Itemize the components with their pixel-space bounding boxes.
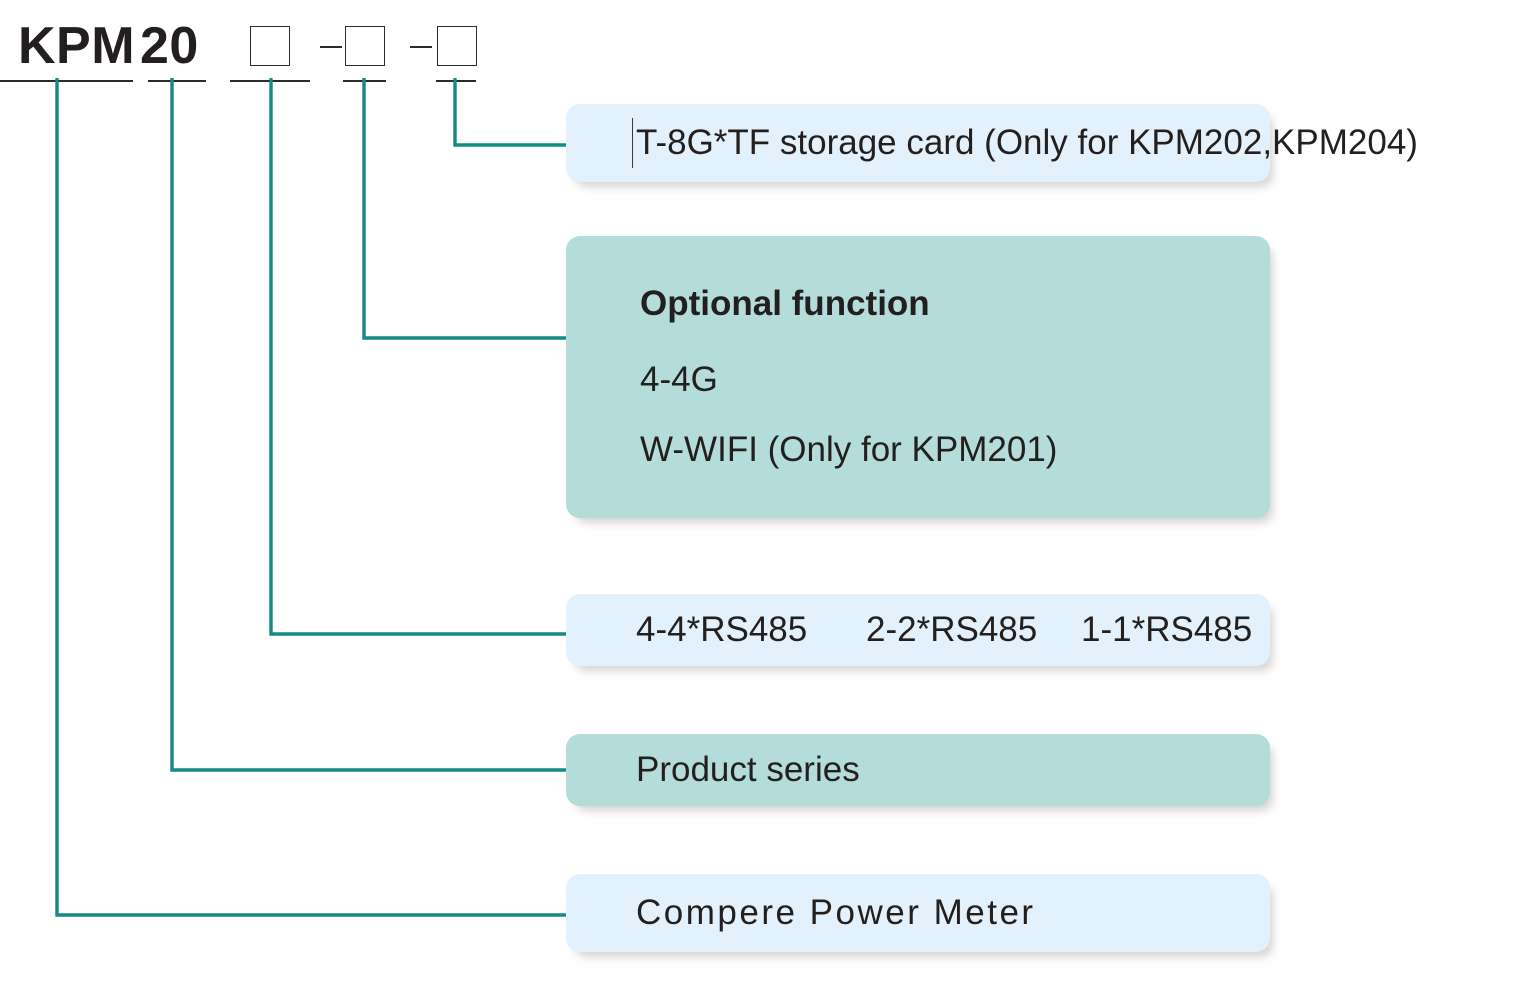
callout-compere-power-meter-text: Compere Power Meter [636, 892, 1036, 932]
callout-product-series: Product series [566, 734, 1270, 806]
model-code-placeholder-box-3 [437, 26, 477, 66]
leader-underline-3 [230, 80, 310, 82]
rs485-option-4: 4-4*RS485 [636, 609, 808, 649]
callout-storage-card-text: T-8G*TF storage card (Only for KPM202,KP… [636, 122, 1418, 162]
leader-underline-5 [436, 80, 476, 82]
model-code-placeholder-box-1 [250, 26, 290, 66]
model-code-separator-dash-2 [410, 46, 432, 48]
callout-optional-function-option-wifi: W-WIFI (Only for KPM201) [640, 430, 1058, 470]
leader-underline-2 [148, 80, 206, 82]
model-code-row: KPM 20 [0, 0, 540, 90]
model-code-placeholder-box-2 [345, 26, 385, 66]
callout-storage-card: T-8G*TF storage card (Only for KPM202,KP… [566, 104, 1418, 182]
callout-compere-power-meter: Compere Power Meter [566, 874, 1270, 952]
callout-rs485-options: 4-4*RS485 2-2*RS485 1-1*RS485 [566, 594, 1270, 666]
rs485-option-row: 4-4*RS485 2-2*RS485 1-1*RS485 [566, 594, 1270, 666]
callout-product-series-text: Product series [636, 749, 860, 789]
connector-line-compere-power-meter [55, 78, 572, 917]
model-code-separator-dash-1 [320, 46, 342, 48]
callout-optional-function-heading: Optional function [640, 283, 930, 323]
model-code-series-number: 20 [140, 17, 199, 75]
model-code-prefix: KPM [18, 17, 136, 75]
callout-optional-function-option-4g: 4-4G [640, 359, 718, 399]
callout-optional-function: Optional function 4-4G W-WIFI (Only for … [566, 236, 1270, 518]
leader-underline-1 [0, 80, 133, 82]
rs485-option-2: 2-2*RS485 [866, 609, 1038, 649]
text-caret-icon [632, 118, 633, 168]
rs485-option-1: 1-1*RS485 [1081, 609, 1253, 649]
connector-line-rs485 [269, 78, 572, 636]
connector-line-product-series [170, 78, 572, 772]
leader-underline-4 [343, 80, 386, 82]
connector-line-optional-function [362, 78, 572, 340]
